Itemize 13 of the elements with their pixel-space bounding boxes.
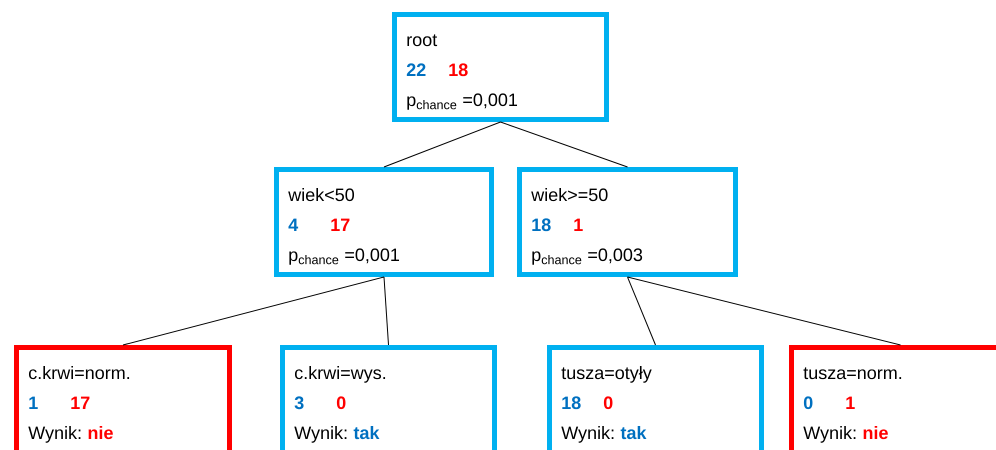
tree-node-box: wiek>=50 18 1 p$_{chance}$ =0,003 [517, 167, 738, 277]
connector-line [627, 276, 656, 346]
connector-line [384, 276, 389, 346]
tree-node-box: wiek<50 4 17 p$_{chance}$ =0,001 [274, 167, 494, 277]
connector-line [627, 276, 901, 346]
connector-line [384, 122, 501, 168]
tree-node-box: tusza=norm. 0 1 Wynik: nie [789, 345, 996, 450]
tree-node-box: c.krwi=norm. 1 17 Wynik: nie [14, 345, 232, 450]
tree-node-box: root 22 18 p$_{chance}$ =0,001 [392, 12, 609, 122]
tree-node-box: c.krwi=wys. 3 0 Wynik: tak [280, 345, 497, 450]
connector-line [122, 276, 384, 346]
connector-line [500, 122, 628, 168]
tree-node-box: tusza=otyły 18 0 Wynik: tak [547, 345, 764, 450]
